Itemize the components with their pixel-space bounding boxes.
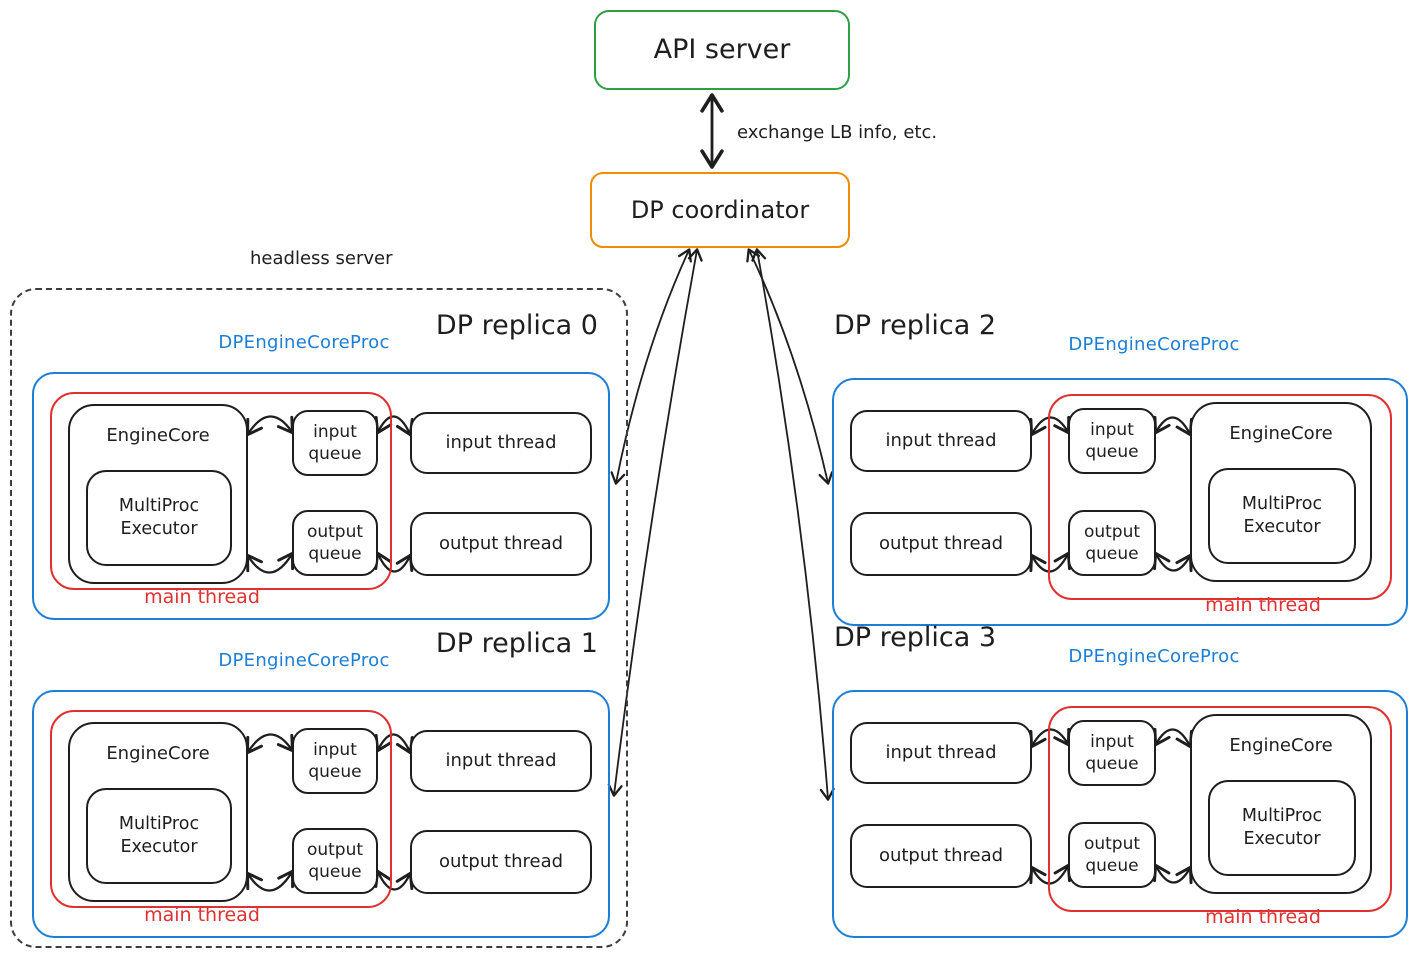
replica-3-main-thread-label: main thread xyxy=(1205,906,1321,928)
replica-1-proc-box xyxy=(32,690,610,938)
headless-server-label: headless server xyxy=(250,248,393,269)
replica-1-main-thread-box xyxy=(50,710,392,908)
replica-3-input-thread-box: input thread xyxy=(850,722,1032,784)
replica-2-output-thread-box: output thread xyxy=(850,512,1032,576)
dp-replica-0: DP replica 0 DPEngineCoreProc EngineCore… xyxy=(32,310,610,620)
replica-3-proc-box xyxy=(832,690,1408,938)
replica-0-main-thread-box xyxy=(50,392,392,590)
dp-coordinator-box: DP coordinator xyxy=(590,172,850,248)
replica-3-proc-label: DPEngineCoreProc xyxy=(1068,646,1240,667)
replica-3-output-thread-box: output thread xyxy=(850,824,1032,888)
replica-0-input-queue-box: input queue xyxy=(292,410,378,476)
replica-1-output-queue-box: output queue xyxy=(292,828,378,894)
dp-replica-2: DP replica 2 DPEngineCoreProc input thre… xyxy=(832,310,1408,626)
engine-core-label: EngineCore xyxy=(106,425,210,446)
replica-0-multiproc-executor-box: MultiProc Executor xyxy=(86,470,232,566)
replica-1-multiproc-executor-box: MultiProc Executor xyxy=(86,788,232,884)
replica-2-main-thread-label: main thread xyxy=(1205,594,1321,616)
replica-0-input-thread-box: input thread xyxy=(410,412,592,474)
replica-3-output-queue-box: output queue xyxy=(1068,822,1156,888)
replica-2-output-queue-box: output queue xyxy=(1068,510,1156,576)
replica-2-input-queue-box: input queue xyxy=(1068,408,1156,474)
replica-2-proc-box xyxy=(832,378,1408,626)
replica-0-proc-box xyxy=(32,372,610,620)
replica-1-title: DP replica 1 xyxy=(435,628,598,659)
api-server-label: API server xyxy=(653,34,791,66)
headless-server-box xyxy=(10,288,628,948)
engine-core-label: EngineCore xyxy=(1229,735,1333,756)
replica-1-proc-label: DPEngineCoreProc xyxy=(218,650,390,671)
replica-3-input-queue-box: input queue xyxy=(1068,720,1156,786)
replica-1-output-thread-box: output thread xyxy=(410,830,592,894)
replica-0-proc-label: DPEngineCoreProc xyxy=(218,332,390,353)
replica-1-main-thread-label: main thread xyxy=(144,904,260,926)
replica-3-title: DP replica 3 xyxy=(834,622,997,653)
dp-replica-3: DP replica 3 DPEngineCoreProc input thre… xyxy=(832,622,1408,938)
replica-0-output-thread-box: output thread xyxy=(410,512,592,576)
replica-3-multiproc-executor-box: MultiProc Executor xyxy=(1208,780,1356,876)
replica-2-input-thread-box: input thread xyxy=(850,410,1032,472)
replica-2-multiproc-executor-box: MultiProc Executor xyxy=(1208,468,1356,564)
engine-core-label: EngineCore xyxy=(1229,423,1333,444)
exchange-info-label: exchange LB info, etc. xyxy=(737,122,938,143)
replica-2-title: DP replica 2 xyxy=(834,310,997,341)
replica-1-input-thread-box: input thread xyxy=(410,730,592,792)
replica-3-main-thread-box xyxy=(1048,706,1392,912)
dp-coordinator-label: DP coordinator xyxy=(630,196,810,224)
replica-0-output-queue-box: output queue xyxy=(292,510,378,576)
replica-0-main-thread-label: main thread xyxy=(144,586,260,608)
engine-core-label: EngineCore xyxy=(106,743,210,764)
replica-2-main-thread-box xyxy=(1048,394,1392,600)
dp-replica-1: DP replica 1 DPEngineCoreProc EngineCore… xyxy=(32,628,610,938)
api-server-box: API server xyxy=(594,10,850,90)
replica-1-input-queue-box: input queue xyxy=(292,728,378,794)
replica-2-proc-label: DPEngineCoreProc xyxy=(1068,334,1240,355)
replica-0-title: DP replica 0 xyxy=(435,310,598,341)
